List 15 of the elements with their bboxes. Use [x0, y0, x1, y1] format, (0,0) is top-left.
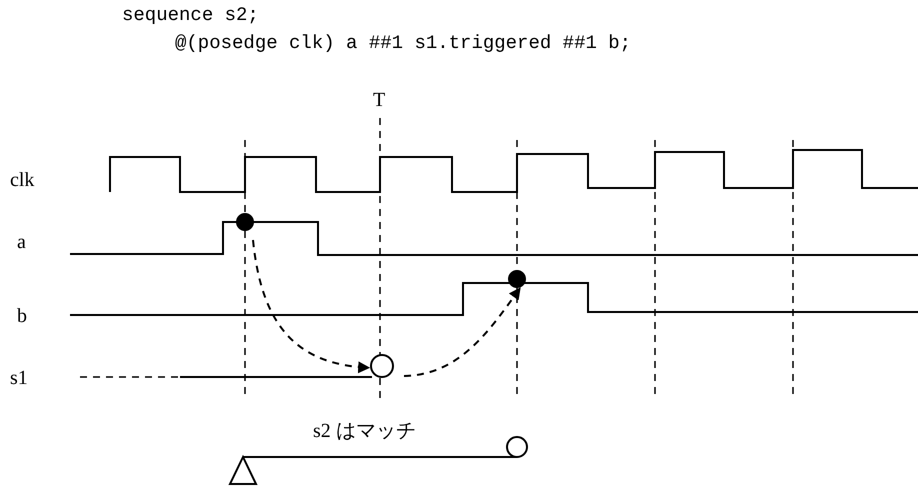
code-line: sequence s2;: [122, 6, 259, 25]
signal-name: b: [17, 306, 27, 326]
dashed-arrow: [252, 240, 370, 373]
signal-name: s1: [10, 368, 28, 388]
dashed-arrow: [404, 286, 522, 377]
time-label: T: [373, 90, 386, 110]
match-note: s2 はマッチ: [313, 421, 416, 441]
open-circle: [370, 354, 394, 378]
signal-name: clk: [10, 170, 34, 190]
triangle-marker: [228, 454, 258, 485]
filled-dot: [236, 213, 254, 231]
code-line: @(posedge clk) a ##1 s1.triggered ##1 b;: [175, 34, 632, 53]
signal-name: a: [17, 232, 26, 252]
filled-dot: [508, 270, 526, 288]
open-circle: [506, 436, 528, 458]
